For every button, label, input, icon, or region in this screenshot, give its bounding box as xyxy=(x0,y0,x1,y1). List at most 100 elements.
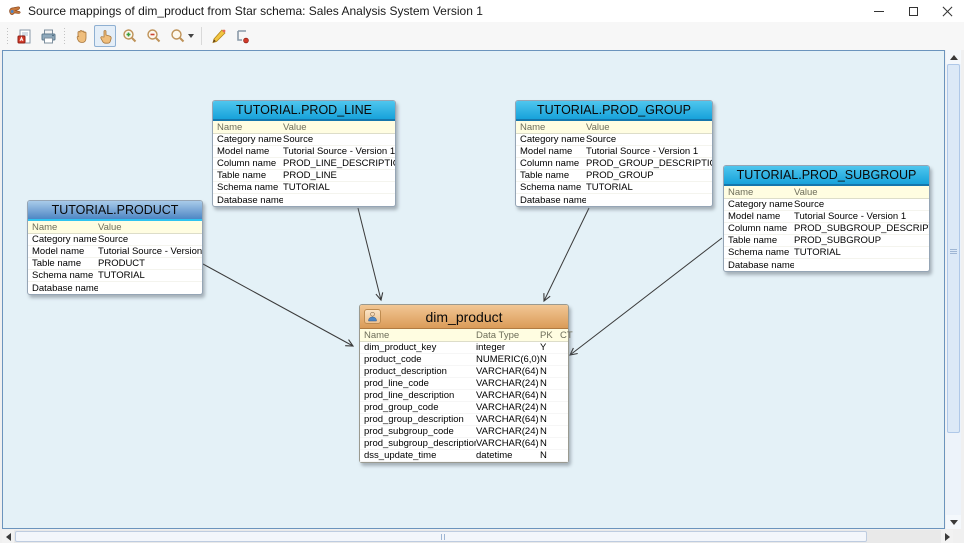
row-label: Schema name xyxy=(32,270,94,281)
row-label: Category name xyxy=(728,199,793,210)
entity-title[interactable]: TUTORIAL.PROD_GROUP xyxy=(516,101,712,121)
entity-tutorial-product[interactable]: TUTORIAL.PRODUCT Name Value Category nam… xyxy=(27,200,203,295)
pan-hand-icon xyxy=(76,29,86,43)
scroll-down-icon xyxy=(949,519,958,525)
entity-title[interactable]: TUTORIAL.PROD_SUBGROUP xyxy=(724,166,929,186)
property-rows: Category name Source Model name Tutorial… xyxy=(724,199,929,271)
column-type: VARCHAR(24) xyxy=(476,426,539,437)
chevron-down-icon xyxy=(187,34,194,38)
table-row: Column name PROD_GROUP_DESCRIPTION xyxy=(516,158,712,170)
row-label: Category name xyxy=(217,134,282,145)
toolbar xyxy=(0,22,964,50)
entity-header[interactable]: dim_product xyxy=(360,305,568,329)
entity-dim-product[interactable]: dim_product Name Data Type PK CT dim_pro… xyxy=(359,304,573,463)
toolbar-grip[interactable] xyxy=(5,28,10,44)
row-value: PROD_LINE_DESCRIPTION xyxy=(283,158,395,169)
vertical-scrollbar[interactable] xyxy=(946,50,961,529)
print-button[interactable] xyxy=(37,25,59,47)
pan-hand-button[interactable] xyxy=(70,25,92,47)
row-label: Category name xyxy=(32,234,97,245)
column-header: Name xyxy=(217,121,243,133)
entity-tutorial-prod-group[interactable]: TUTORIAL.PROD_GROUP Name Value Category … xyxy=(515,100,713,207)
toolbar-grip[interactable] xyxy=(62,28,67,44)
row-value: TUTORIAL xyxy=(586,182,633,193)
row-label: Category name xyxy=(520,134,585,145)
zoom-out-button[interactable] xyxy=(142,25,164,47)
connection-prod-subgroup-to-dim-product[interactable] xyxy=(569,237,723,356)
row-value: Source xyxy=(98,234,129,245)
close-button[interactable] xyxy=(930,0,964,22)
column-type: datetime xyxy=(476,450,513,461)
column-header: Name xyxy=(32,221,58,233)
column-type: VARCHAR(64) xyxy=(476,414,539,425)
table-row: Database name xyxy=(213,194,395,206)
mapping-editor-button[interactable] xyxy=(231,25,253,47)
maximize-button[interactable] xyxy=(896,0,930,22)
mapping-connections xyxy=(202,207,723,356)
connection-prod-group-to-dim-product[interactable] xyxy=(543,207,590,303)
diagram-canvas[interactable]: TUTORIAL.PRODUCT Name Value Category nam… xyxy=(2,50,945,529)
minimize-button[interactable] xyxy=(862,0,896,22)
entity-tutorial-prod-subgroup[interactable]: TUTORIAL.PROD_SUBGROUP Name Value Catego… xyxy=(723,165,930,272)
entity-title[interactable]: TUTORIAL.PROD_LINE xyxy=(213,101,395,121)
row-value: PROD_SUBGROUP xyxy=(794,235,882,246)
export-report-button[interactable] xyxy=(13,25,35,47)
row-value: TUTORIAL xyxy=(283,182,330,193)
row-value: PROD_GROUP_DESCRIPTION xyxy=(586,158,712,169)
row-label: Column name xyxy=(217,158,277,169)
row-label: Model name xyxy=(728,211,781,222)
horizontal-scrollbar-thumb[interactable] xyxy=(15,531,867,542)
property-rows: Category name Source Model name Tutorial… xyxy=(28,234,202,294)
scroll-right-button[interactable] xyxy=(941,530,953,543)
table-row: Model name Tutorial Source - Version 1 xyxy=(516,146,712,158)
connection-prod-line-to-dim-product[interactable] xyxy=(357,207,384,302)
minimize-icon xyxy=(874,10,884,12)
entity-title[interactable]: TUTORIAL.PRODUCT xyxy=(28,201,202,221)
connection-product-to-dim-product[interactable] xyxy=(202,263,355,347)
scroll-down-button[interactable] xyxy=(946,515,961,529)
row-value: Source xyxy=(283,134,314,145)
column-pk: N xyxy=(540,390,547,401)
horizontal-scrollbar[interactable] xyxy=(2,530,953,543)
zoom-in-button[interactable] xyxy=(118,25,140,47)
table-row: Database name xyxy=(516,194,712,206)
column-header: Value xyxy=(283,121,307,133)
column-header: Name xyxy=(728,186,754,198)
row-label: Table name xyxy=(32,258,82,269)
table-row: prod_line_description VARCHAR(64) N xyxy=(360,390,568,402)
scrollbar-corner xyxy=(954,530,964,543)
row-label: Database name xyxy=(728,259,794,271)
row-label: Table name xyxy=(728,235,778,246)
table-row: Schema name TUTORIAL xyxy=(724,247,929,259)
table-row: Column name PROD_SUBGROUP_DESCRIPTION xyxy=(724,223,929,235)
table-row: Table name PRODUCT xyxy=(28,258,202,270)
row-label: Table name xyxy=(217,170,267,181)
column-name: prod_group_description xyxy=(364,414,464,425)
row-label: Database name xyxy=(217,194,283,206)
table-row: product_code NUMERIC(6,0) N xyxy=(360,354,568,366)
row-value: Tutorial Source - Version 1 xyxy=(283,146,395,157)
column-rows: dim_product_key integer Y product_code N… xyxy=(360,342,568,462)
scroll-left-button[interactable] xyxy=(2,530,14,543)
zoom-level-dropdown[interactable] xyxy=(166,25,196,47)
zoom-out-icon xyxy=(146,28,160,42)
table-row: prod_subgroup_description VARCHAR(64) N xyxy=(360,438,568,450)
pan-hand-selected-button[interactable] xyxy=(94,25,116,47)
row-value: TUTORIAL xyxy=(794,247,841,258)
entity-tutorial-prod-line[interactable]: TUTORIAL.PROD_LINE Name Value Category n… xyxy=(212,100,396,207)
row-value: PROD_SUBGROUP_DESCRIPTION xyxy=(794,223,929,234)
column-pk: N xyxy=(540,354,547,365)
property-rows: Category name Source Model name Tutorial… xyxy=(516,134,712,206)
table-row: Database name xyxy=(724,259,929,271)
column-pk: N xyxy=(540,402,547,413)
scroll-up-button[interactable] xyxy=(946,50,961,64)
table-row: prod_line_code VARCHAR(24) N xyxy=(360,378,568,390)
entity-title: dim_product xyxy=(425,308,503,325)
row-label: Model name xyxy=(217,146,270,157)
column-type: VARCHAR(24) xyxy=(476,402,539,413)
column-pk: N xyxy=(540,438,547,449)
edit-pencil-button[interactable] xyxy=(207,25,229,47)
table-row: Table name PROD_GROUP xyxy=(516,170,712,182)
vertical-scrollbar-thumb[interactable] xyxy=(947,64,960,433)
table-row: Table name PROD_LINE xyxy=(213,170,395,182)
